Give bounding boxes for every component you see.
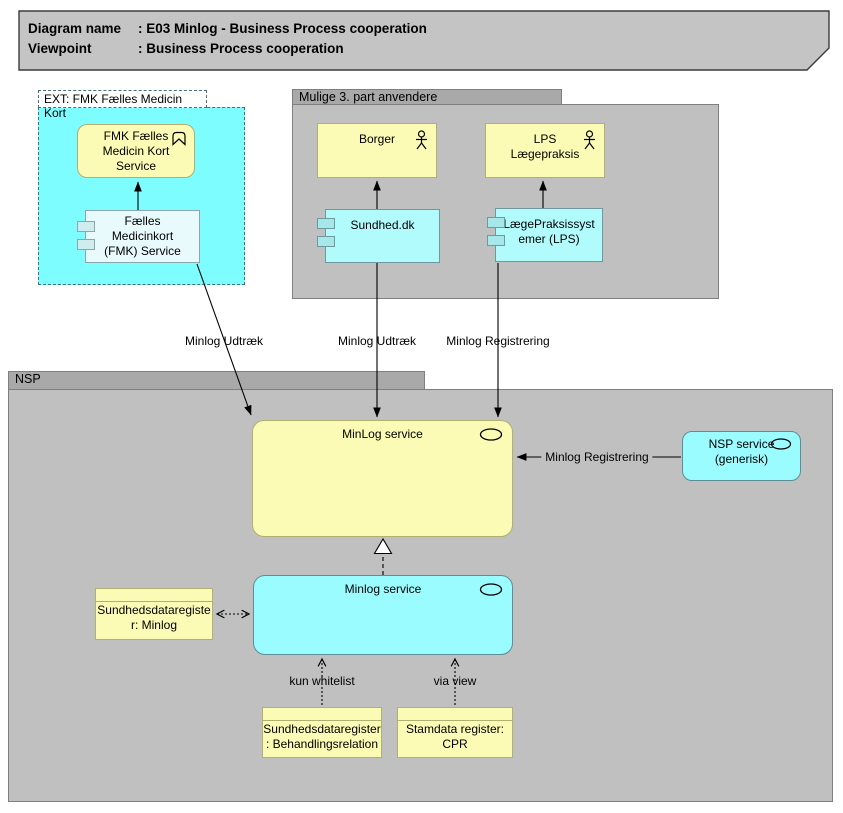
connection-label-minlog-registrering-lps: Minlog Registrering <box>446 334 550 348</box>
data-object-band <box>398 708 512 721</box>
diagram-title-note[interactable]: Diagram name : E03 Minlog - Business Pro… <box>18 10 830 71</box>
data-object-band <box>96 589 212 602</box>
node-lps-laegepraksis[interactable]: LPS Lægepraksis <box>485 123 605 178</box>
component-icon <box>77 221 95 232</box>
connection-label-minlog-udtraek-fmk: Minlog Udtræk <box>184 334 264 348</box>
node-label: FMK Fælles Medicin Kort Service <box>102 129 170 173</box>
data-object-band <box>263 708 381 721</box>
group-nsp-tab[interactable]: NSP <box>8 371 425 390</box>
service-oval-icon <box>479 583 503 596</box>
node-label: Fælles Medicinkort (FMK) Service <box>104 214 181 258</box>
node-minlog-service-app[interactable]: MinLog service <box>252 420 513 537</box>
actor-icon <box>414 130 429 150</box>
component-icon <box>317 218 335 229</box>
title-row1-value: : E03 Minlog - Business Process cooperat… <box>138 21 427 36</box>
node-label: NSP service (generisk) <box>708 437 775 466</box>
component-icon <box>317 236 335 247</box>
node-fmk-component[interactable]: Fælles Medicinkort (FMK) Service <box>85 210 200 263</box>
node-sdr-minlog[interactable]: Sundhedsdataregister: Minlog <box>95 588 213 640</box>
node-laegepraksissystemer[interactable]: LægePraksissystemer (LPS) <box>495 208 603 262</box>
note-shape <box>18 10 830 71</box>
title-row2-label: Viewpoint <box>28 41 92 56</box>
title-row2-value: : Business Process cooperation <box>138 41 344 56</box>
node-label: Borger <box>358 132 396 146</box>
component-icon <box>487 235 505 246</box>
node-minlog-service-comp[interactable]: Minlog service <box>253 575 513 655</box>
connection-label-kun-whitelist: kun whitelist <box>289 674 355 688</box>
node-label: MinLog service <box>342 427 423 441</box>
node-label: Sundhedsdataregister: Minlog <box>97 603 211 632</box>
node-label: LægePraksissystemer (LPS) <box>503 217 595 246</box>
connection-label-minlog-registrering-nsp: Minlog Registrering <box>541 450 653 464</box>
title-row1-label: Diagram name <box>28 21 122 36</box>
node-borger[interactable]: Borger <box>317 123 437 178</box>
node-label: Minlog service <box>344 582 422 596</box>
actor-icon <box>582 130 597 150</box>
node-label: Stamdata register: CPR <box>405 722 505 751</box>
node-sundhed-dk[interactable]: Sundhed.dk <box>325 209 440 263</box>
connection-label-minlog-udtraek-sundhed: Minlog Udtræk <box>337 334 417 348</box>
node-label: Sundhed.dk <box>350 218 415 232</box>
node-nsp-service-generisk[interactable]: NSP service (generisk) <box>682 431 801 481</box>
service-oval-icon <box>479 428 503 441</box>
service-oval-icon <box>770 438 792 450</box>
group-ext-fmk-tab[interactable]: EXT: FMK Fælles Medicin Kort <box>38 90 207 120</box>
node-fmk-service[interactable]: FMK Fælles Medicin Kort Service <box>77 124 195 178</box>
function-chevron-icon <box>171 131 187 146</box>
node-sdr-behandlingsrelation[interactable]: Sundhedsdataregister: Behandlingsrelatio… <box>262 707 382 758</box>
node-label: LPS Lægepraksis <box>510 132 580 161</box>
title-text: Diagram name : E03 Minlog - Business Pro… <box>28 19 427 59</box>
component-icon <box>77 239 95 250</box>
node-label: Sundhedsdataregister: Behandlingsrelatio… <box>263 722 381 751</box>
group-mulige-tab[interactable]: Mulige 3. part anvendere <box>292 89 562 105</box>
connection-label-via-view: via view <box>433 674 477 688</box>
component-icon <box>487 217 505 228</box>
node-stamdata-cpr[interactable]: Stamdata register: CPR <box>397 707 513 758</box>
